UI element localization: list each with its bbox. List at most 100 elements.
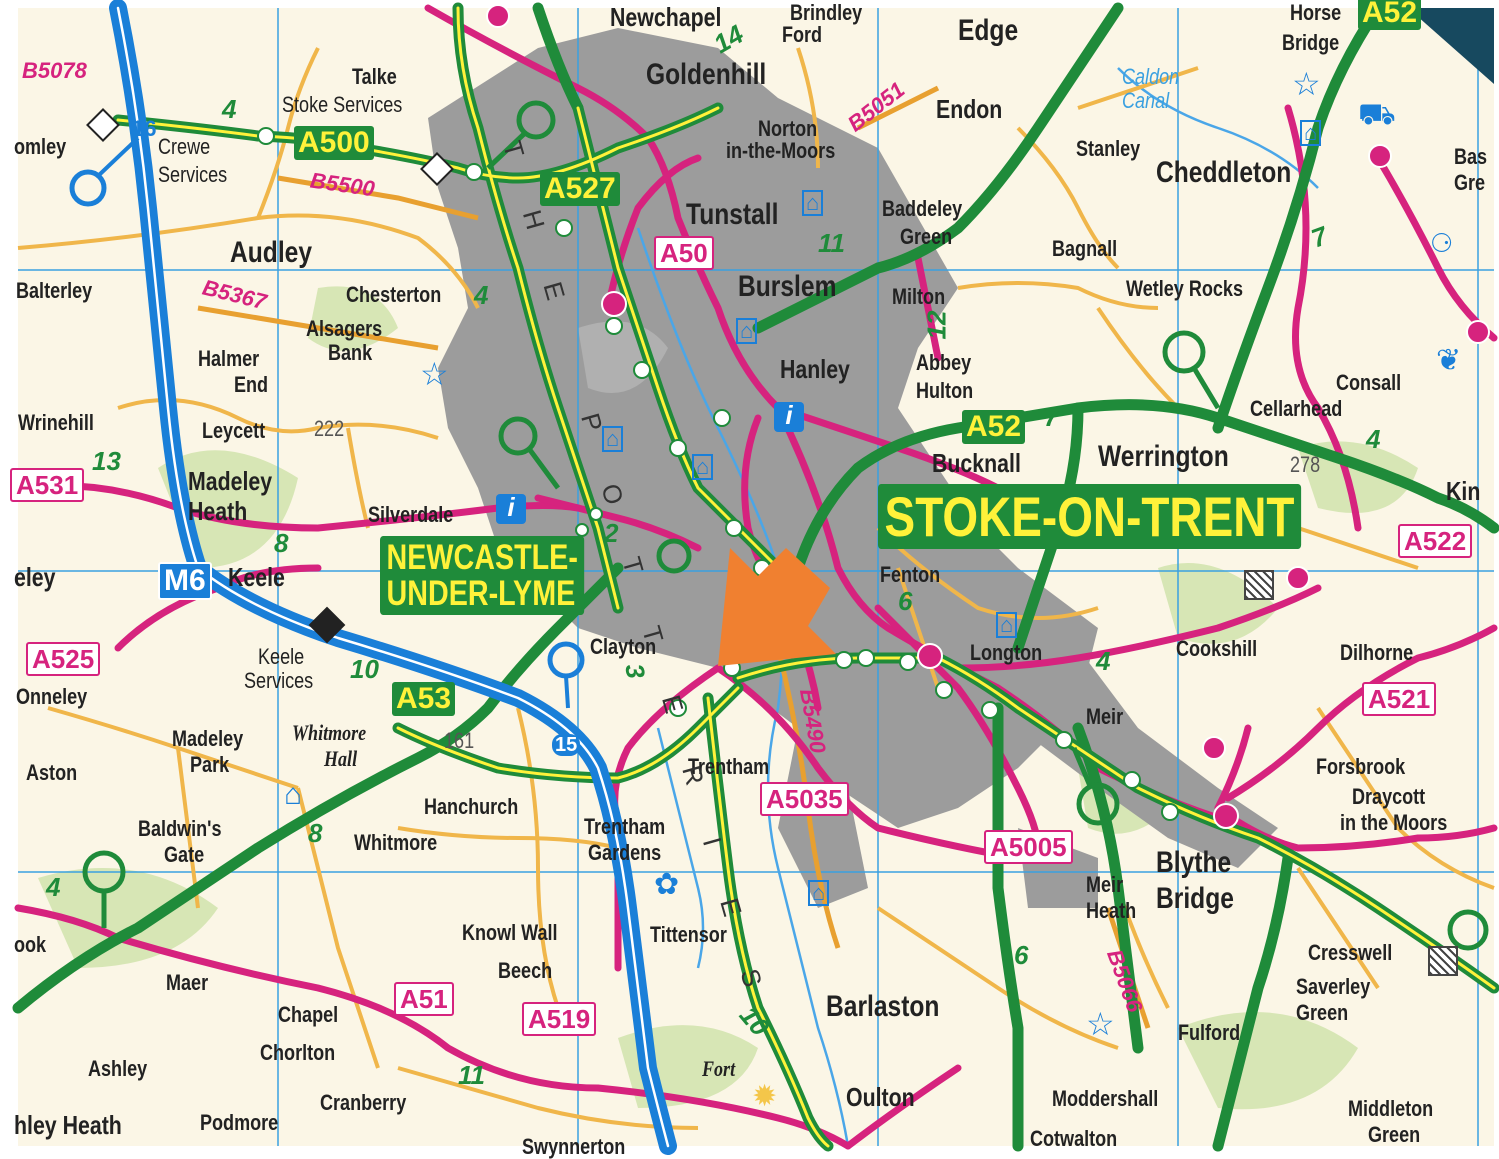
museum-icon: ⌂ — [736, 318, 758, 344]
road-a51: A51 — [394, 982, 454, 1016]
place-abbey-hulton: Hulton — [916, 378, 974, 403]
town-stoke-label: STOKE-ON-TRENT — [884, 485, 1295, 548]
place-podmore: Podmore — [200, 1110, 279, 1135]
museum-icon: ⌂ — [692, 454, 714, 480]
place-consall: Consall — [1336, 370, 1402, 395]
place-eley: eley — [14, 562, 56, 592]
road-a531: A531 — [10, 468, 85, 502]
junction-4b: 4 — [474, 280, 489, 310]
place-cotwalton: Cotwalton — [1030, 1126, 1118, 1151]
junction-7a: 7 — [1044, 402, 1059, 432]
place-chesterton: Chesterton — [346, 282, 442, 307]
place-crewe-services: Services — [158, 162, 228, 187]
place-hall: Hall — [324, 746, 358, 771]
place-madeley: Madeley — [188, 466, 273, 496]
town-stoke-on-trent: STOKE-ON-TRENT — [878, 484, 1301, 550]
place-keele: Keele — [228, 562, 285, 592]
place-ford: Ford — [782, 22, 823, 47]
place-werrington: Werrington — [1098, 440, 1229, 473]
place-leycett: Leycett — [202, 418, 266, 443]
road-a50: A50 — [654, 236, 714, 270]
place-endon: Endon — [936, 94, 1003, 124]
place-milton: Milton — [892, 284, 946, 309]
place-ashley-heath: hley Heath — [14, 1110, 122, 1140]
spot-height-222: 222 — [314, 416, 345, 441]
museum-icon: ⌂ — [602, 426, 624, 452]
golf-icon — [1244, 570, 1274, 600]
place-fulford: Fulford — [1178, 1020, 1241, 1045]
road-b5078: B5078 — [22, 58, 87, 83]
junction-8b: 8 — [308, 818, 323, 848]
place-cookshill: Cookshill — [1176, 636, 1258, 661]
place-keele: Keele — [258, 644, 305, 669]
place-bucknall: Bucknall — [932, 448, 1021, 478]
place-onneley: Onneley — [16, 684, 88, 709]
tourist-info-icon: i — [774, 402, 804, 432]
place-blythe: Blythe — [1156, 846, 1232, 879]
place-bas: Bas — [1454, 144, 1488, 169]
place-horse: Horse — [1290, 0, 1342, 25]
place-newchapel: Newchapel — [610, 2, 722, 32]
road-a521: A521 — [1362, 682, 1437, 716]
road-a52-top: A52 — [1358, 0, 1422, 30]
place-baldwins: Baldwin's — [138, 816, 222, 841]
museum-icon: ⌂ — [802, 190, 824, 216]
place-whitmore: Whitmore — [354, 830, 438, 855]
place-fort: Fort — [702, 1056, 736, 1081]
place-beech: Beech — [498, 958, 553, 983]
place-saverley: Saverley — [1296, 974, 1371, 999]
star-attraction-icon: ☆ — [1292, 66, 1321, 102]
museum-icon: ⌂ — [996, 612, 1018, 638]
junction-8a: 8 — [274, 528, 289, 558]
place-edge: Edge — [958, 14, 1019, 47]
place-forsbrook: Forsbrook — [1316, 754, 1406, 779]
place-meir-heath: Heath — [1086, 898, 1137, 923]
place-abbey: Abbey — [916, 350, 972, 375]
rail-stations — [486, 4, 1490, 829]
place-balterley: Balterley — [16, 278, 93, 303]
junction-11b: 11 — [458, 1060, 485, 1090]
place-madeley-heath: Heath — [188, 496, 248, 526]
place-keele-services: Services — [244, 668, 314, 693]
place-caldon: Caldon — [1122, 64, 1180, 89]
place-bridge-top: Bridge — [1282, 30, 1340, 55]
bird-reserve-icon: ❦ — [1436, 344, 1462, 377]
place-trentham: Trentham — [584, 814, 666, 839]
town-newcastle-line1: NEWCASTLE- — [386, 538, 578, 577]
place-alsagers: Alsagers — [306, 316, 383, 341]
junction-13: 13 — [92, 446, 121, 476]
road-m6: M6 — [158, 562, 212, 600]
corner-tab — [1408, 8, 1494, 84]
place-whitmore-hall: Whitmore — [292, 720, 367, 745]
place-audley: Audley — [230, 236, 313, 269]
place-stoke-services: Stoke Services — [282, 92, 403, 117]
place-meir: Meir — [1086, 704, 1124, 729]
place-wetley-rocks: Wetley Rocks — [1126, 276, 1243, 301]
place-draycott: Draycott — [1352, 784, 1426, 809]
place-baddeley-green: Green — [900, 224, 953, 249]
place-cranberry: Cranberry — [320, 1090, 407, 1115]
place-ashley: Ashley — [88, 1056, 148, 1081]
place-goldenhill: Goldenhill — [646, 58, 767, 91]
orange-arrow-marker — [718, 548, 836, 666]
place-stanley: Stanley — [1076, 136, 1141, 161]
roundabouts — [257, 127, 1179, 821]
place-romley: omley — [14, 134, 67, 159]
place-maer: Maer — [166, 970, 209, 995]
road-a52: A52 — [962, 410, 1026, 444]
place-dilhorne: Dilhorne — [1340, 640, 1414, 665]
junction-11: 11 — [818, 228, 845, 258]
place-blythe-bridge: Bridge — [1156, 882, 1234, 915]
road-a527: A527 — [540, 172, 620, 206]
place-chapel: Chapel — [278, 1002, 339, 1027]
star-attraction-icon: ☆ — [420, 356, 449, 392]
place-wrinehill: Wrinehill — [18, 410, 94, 435]
place-madeley-park: Park — [190, 752, 230, 777]
place-chorlton: Chorlton — [260, 1040, 336, 1065]
junction-4d: 4 — [1366, 424, 1381, 454]
road-a519: A519 — [522, 1002, 597, 1036]
place-hanley: Hanley — [780, 354, 850, 384]
town-newcastle-line2: UNDER-LYME — [386, 573, 576, 613]
place-trentham-gardens: Gardens — [588, 840, 662, 865]
road-map[interactable]: A500 A527 A50 A52 A53 A52 A531 A525 A522… — [10, 0, 1499, 1158]
